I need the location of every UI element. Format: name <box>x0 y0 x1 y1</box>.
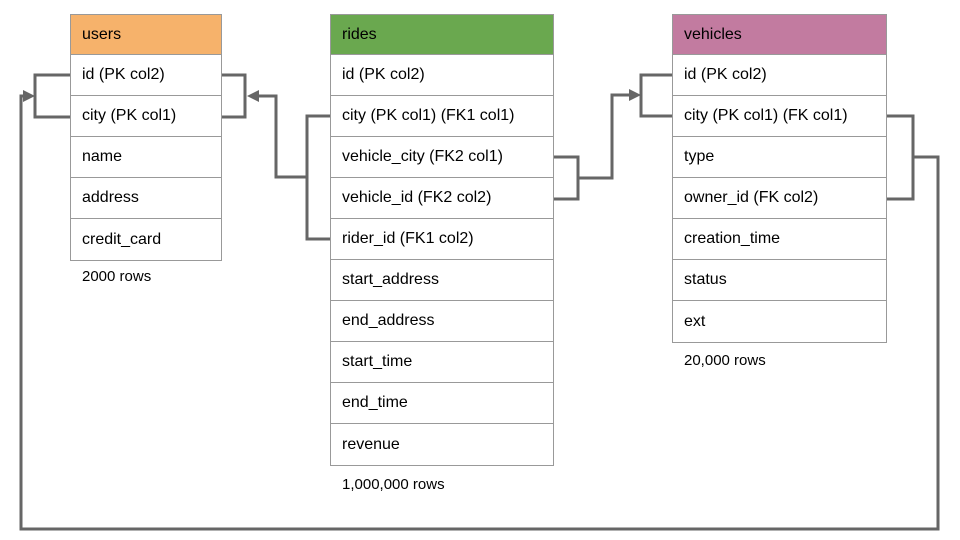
vehicles-right-bracket <box>887 114 915 201</box>
fk3-arrowhead-icon <box>23 90 35 102</box>
table-rides-header: rides <box>331 15 553 55</box>
fk-rides-to-vehicles-connector <box>554 73 672 201</box>
rides-column-vehicle-city: vehicle_city (FK2 col1) <box>331 137 553 178</box>
fk2-arrowhead-icon <box>629 89 641 101</box>
vehicles-column-id: id (PK col2) <box>673 55 886 96</box>
vehicles-column-type: type <box>673 137 886 178</box>
vehicles-column-status: status <box>673 260 886 301</box>
users-right-bracket <box>222 73 247 119</box>
vehicles-column-creation-time: creation_time <box>673 219 886 260</box>
rides-column-rider-id: rider_id (FK1 col2) <box>331 219 553 260</box>
rides-column-id: id (PK col2) <box>331 55 553 96</box>
rides-column-vehicle-id: vehicle_id (FK2 col2) <box>331 178 553 219</box>
users-column-id: id (PK col2) <box>71 55 221 96</box>
users-column-city: city (PK col1) <box>71 96 221 137</box>
rides-column-revenue: revenue <box>331 424 553 465</box>
users-left-bracket <box>33 73 70 119</box>
rides-column-city: city (PK col1) (FK1 col1) <box>331 96 553 137</box>
vehicles-row-count: 20,000 rows <box>684 352 766 369</box>
rides-row-count: 1,000,000 rows <box>342 476 445 493</box>
vehicles-column-owner-id: owner_id (FK col2) <box>673 178 886 219</box>
users-column-name: name <box>71 137 221 178</box>
rides-column-end-address: end_address <box>331 301 553 342</box>
table-users-header: users <box>71 15 221 55</box>
table-rides: rides id (PK col2) city (PK col1) (FK1 c… <box>330 14 554 466</box>
users-column-credit-card: credit_card <box>71 219 221 260</box>
fk1-link-line <box>258 94 307 179</box>
users-row-count: 2000 rows <box>82 268 152 285</box>
users-column-address: address <box>71 178 221 219</box>
table-vehicles: vehicles id (PK col2) city (PK col1) (FK… <box>672 14 887 343</box>
fk2-link-line <box>578 93 630 180</box>
vehicles-column-city: city (PK col1) (FK col1) <box>673 96 886 137</box>
rides-column-start-time: start_time <box>331 342 553 383</box>
fk1-arrowhead-icon <box>247 90 259 102</box>
table-vehicles-header: vehicles <box>673 15 886 55</box>
vehicles-column-ext: ext <box>673 301 886 342</box>
vehicles-left-bracket <box>639 73 672 118</box>
rides-left-bracket <box>305 114 330 241</box>
rides-column-end-time: end_time <box>331 383 553 424</box>
table-users: users id (PK col2) city (PK col1) name a… <box>70 14 222 261</box>
fk-rides-to-users-connector <box>222 73 330 241</box>
rides-right-bracket <box>554 155 580 201</box>
rides-column-start-address: start_address <box>331 260 553 301</box>
